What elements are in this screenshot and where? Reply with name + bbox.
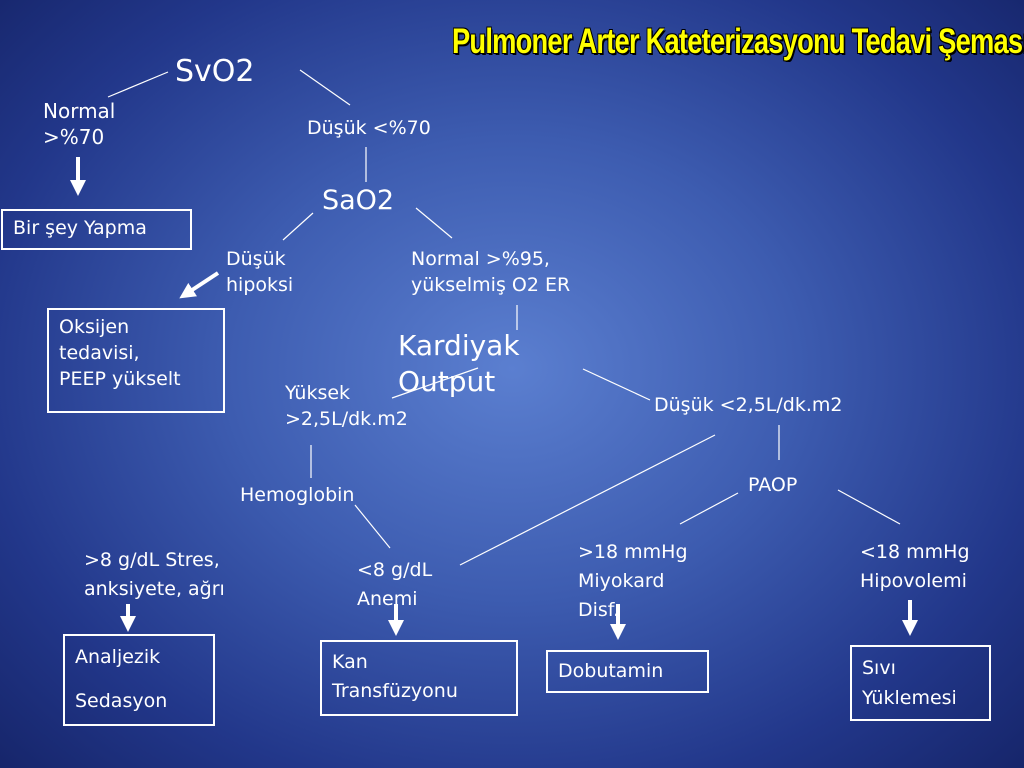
node-paop-low: <18 mmHg Hipovolemi xyxy=(860,541,970,592)
arrow-down-left-icon xyxy=(179,271,220,299)
node-co-low: Düşük <2,5L/dk.m2 xyxy=(654,394,843,416)
node-sao2-normal: Normal >%95, yükselmiş O2 ER xyxy=(411,248,571,296)
node-paop-high: >18 mmHg Miyokard Disf. xyxy=(578,541,688,621)
action-sivi-yuklemesi: Sıvı Yüklemesi xyxy=(850,645,991,721)
node-svo2-low: Düşük <%70 xyxy=(307,117,431,139)
node-svo2-normal: Normal >%70 xyxy=(43,99,116,149)
node-paop: PAOP xyxy=(748,474,798,496)
action-bir-sey-yapma: Bir şey Yapma xyxy=(1,209,192,250)
line-co-high xyxy=(391,367,479,399)
line-paop-high xyxy=(679,492,739,525)
line-hb-low xyxy=(354,504,391,549)
slide-title: Pulmoner Arter Kateterizasyonu Tedavi Şe… xyxy=(452,22,1024,61)
node-svo2: SvO2 xyxy=(175,54,255,89)
line-sao2-normal xyxy=(415,207,453,239)
action-analjezik: Analjezik Sedasyon xyxy=(63,634,215,726)
line-paop-low xyxy=(837,489,901,525)
action-oksijen: Oksijen tedavisi, PEEP yükselt xyxy=(47,308,225,413)
action-dobutamin: Dobutamin xyxy=(546,650,709,693)
node-hb-low: <8 g/dL Anemi xyxy=(357,559,433,610)
node-sao2-low: Düşük hipoksi xyxy=(226,248,294,296)
line-svo2-normal xyxy=(107,71,169,98)
line-svo2-low xyxy=(299,69,351,106)
node-hb-high: >8 g/dL Stres, anksiyete, ağrı xyxy=(84,549,225,600)
node-co-high: Yüksek >2,5L/dk.m2 xyxy=(285,382,408,430)
line-colow-anemi xyxy=(459,434,716,566)
action-kan-transfuzyonu: Kan Transfüzyonu xyxy=(320,640,518,716)
line-sao2-low xyxy=(282,212,314,241)
node-hemoglobin: Hemoglobin xyxy=(240,484,355,506)
node-cardiac-output: Kardiyak Output xyxy=(398,329,520,398)
node-sao2: SaO2 xyxy=(322,185,395,216)
line-co-low xyxy=(582,368,651,401)
